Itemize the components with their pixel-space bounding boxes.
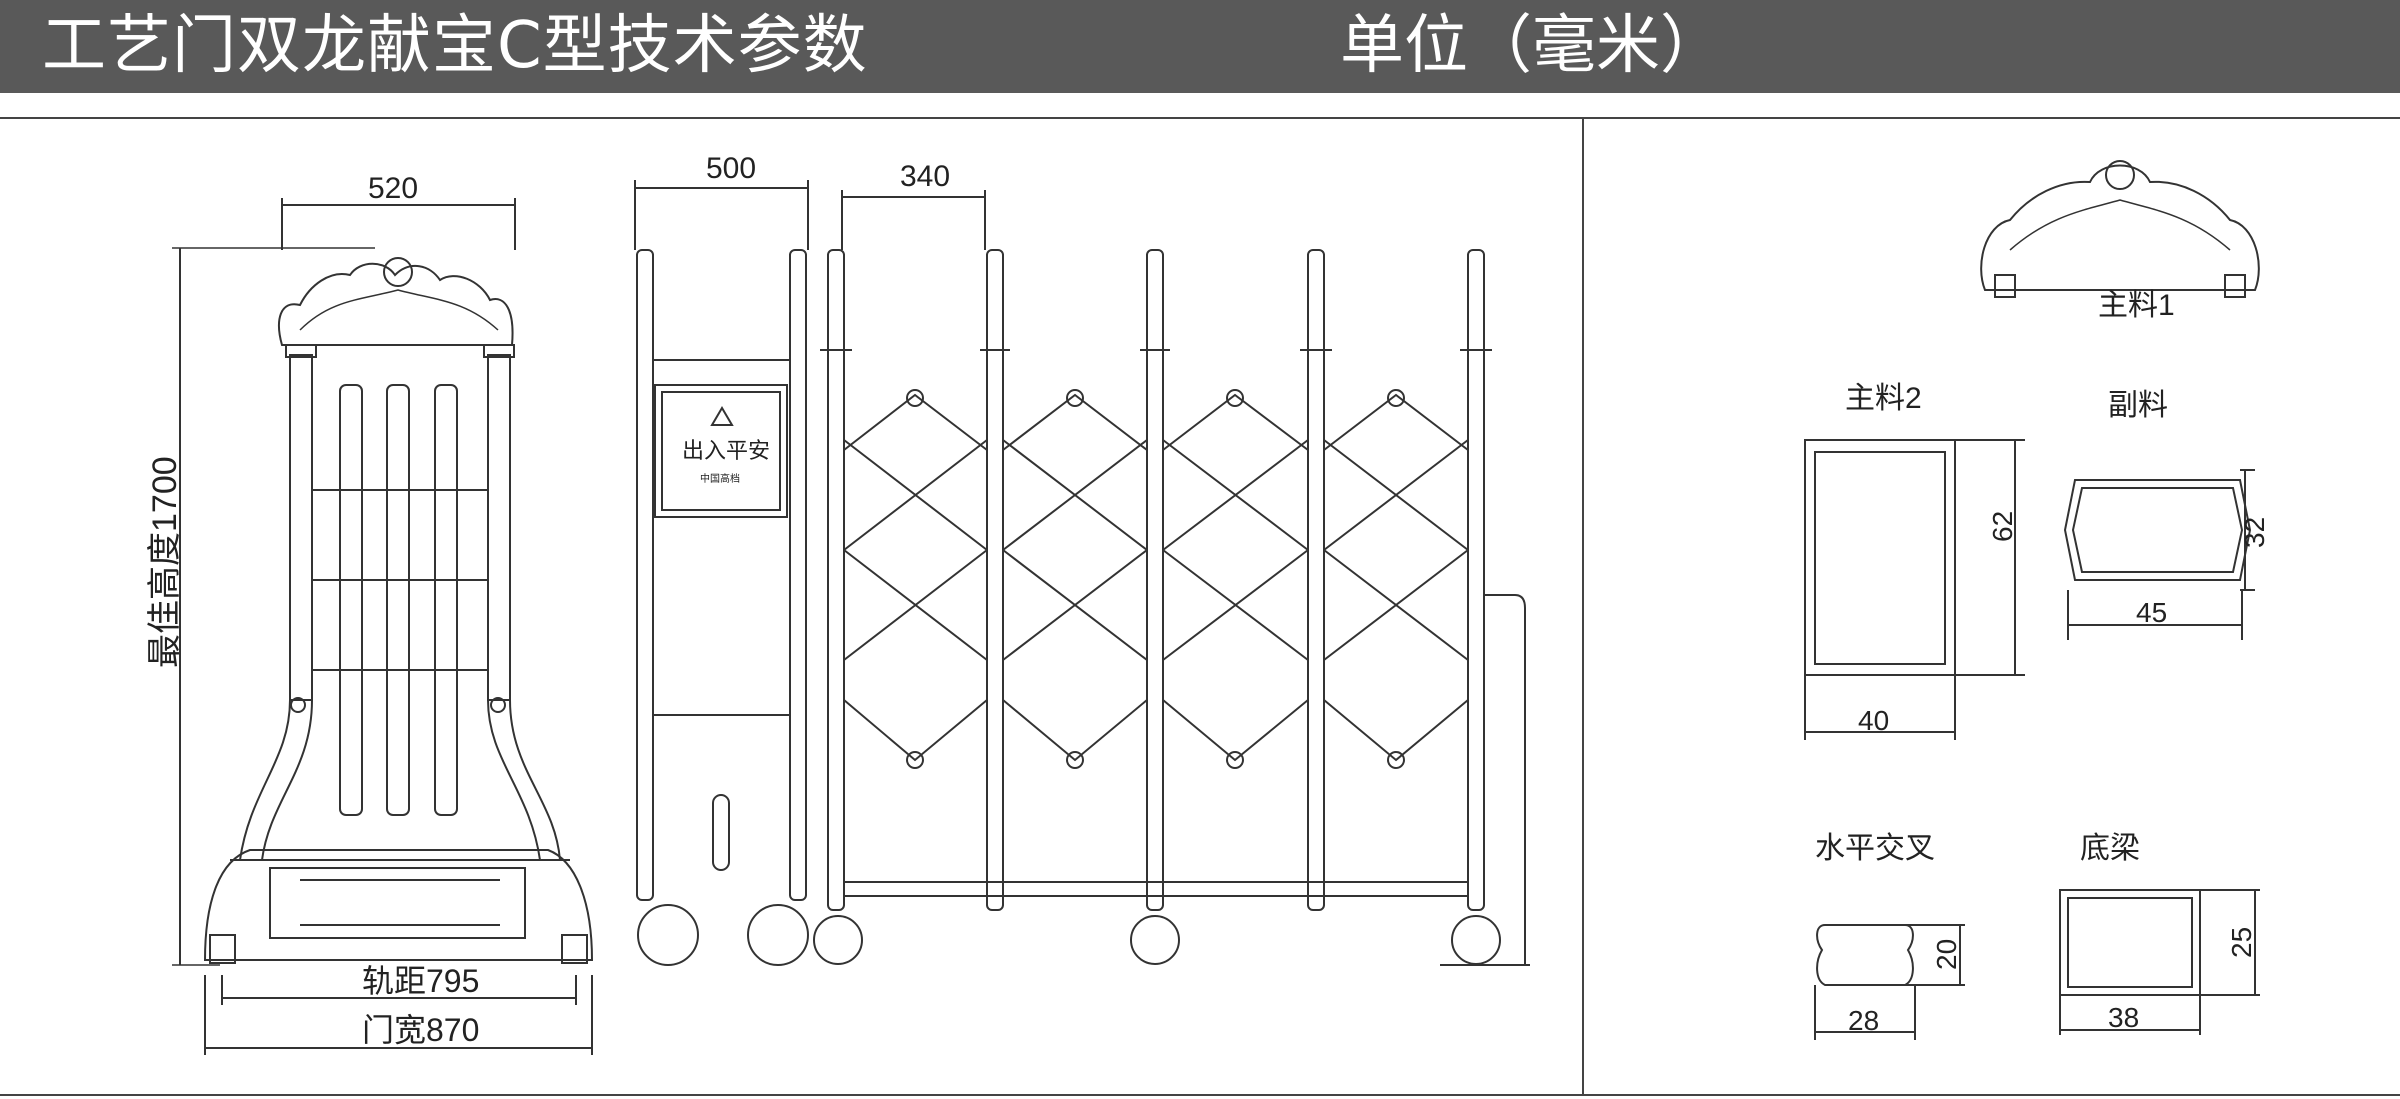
- profile-main2-width: 40: [1858, 705, 1889, 736]
- profile-beam-width: 38: [2108, 1002, 2139, 1033]
- profile-beam-label: 底梁: [2080, 832, 2140, 865]
- sign-subtext: 中国高档: [700, 472, 740, 485]
- dim-track-label: 轨距795: [362, 963, 479, 999]
- profile-cross-label: 水平交叉: [1815, 832, 1935, 865]
- sign-text: 出入平安: [682, 438, 770, 463]
- profile-cross-width: 28: [1848, 1005, 1879, 1036]
- dim-height-label: 最佳高度1700: [146, 456, 184, 668]
- dim-top-width: 520: [368, 172, 418, 205]
- profiles: [1804, 160, 2260, 1040]
- unit-label: 单位（毫米）: [1340, 9, 1724, 83]
- front-view: [172, 198, 594, 1055]
- profile-main1-label: 主料1: [2098, 289, 2175, 322]
- profile-main2-height: 62: [1987, 511, 2018, 542]
- profile-aux-label: 副料: [2108, 389, 2168, 422]
- dim-post-width: 500: [706, 152, 756, 185]
- profile-main2-label: 主料2: [1845, 382, 1922, 415]
- profile-aux-width: 45: [2136, 597, 2167, 628]
- profile-beam-height: 25: [2226, 927, 2257, 958]
- dim-pitch: 340: [900, 160, 950, 193]
- profile-aux-height: 32: [2239, 517, 2270, 548]
- profile-cross-height: 20: [1931, 939, 1962, 970]
- page-title: 工艺门双龙献宝C型技术参数: [42, 9, 868, 83]
- side-view: [634, 180, 1530, 966]
- header-bar: 工艺门双龙献宝C型技术参数 单位（毫米）: [0, 0, 2400, 93]
- dim-door-width-label: 门宽870: [362, 1012, 479, 1048]
